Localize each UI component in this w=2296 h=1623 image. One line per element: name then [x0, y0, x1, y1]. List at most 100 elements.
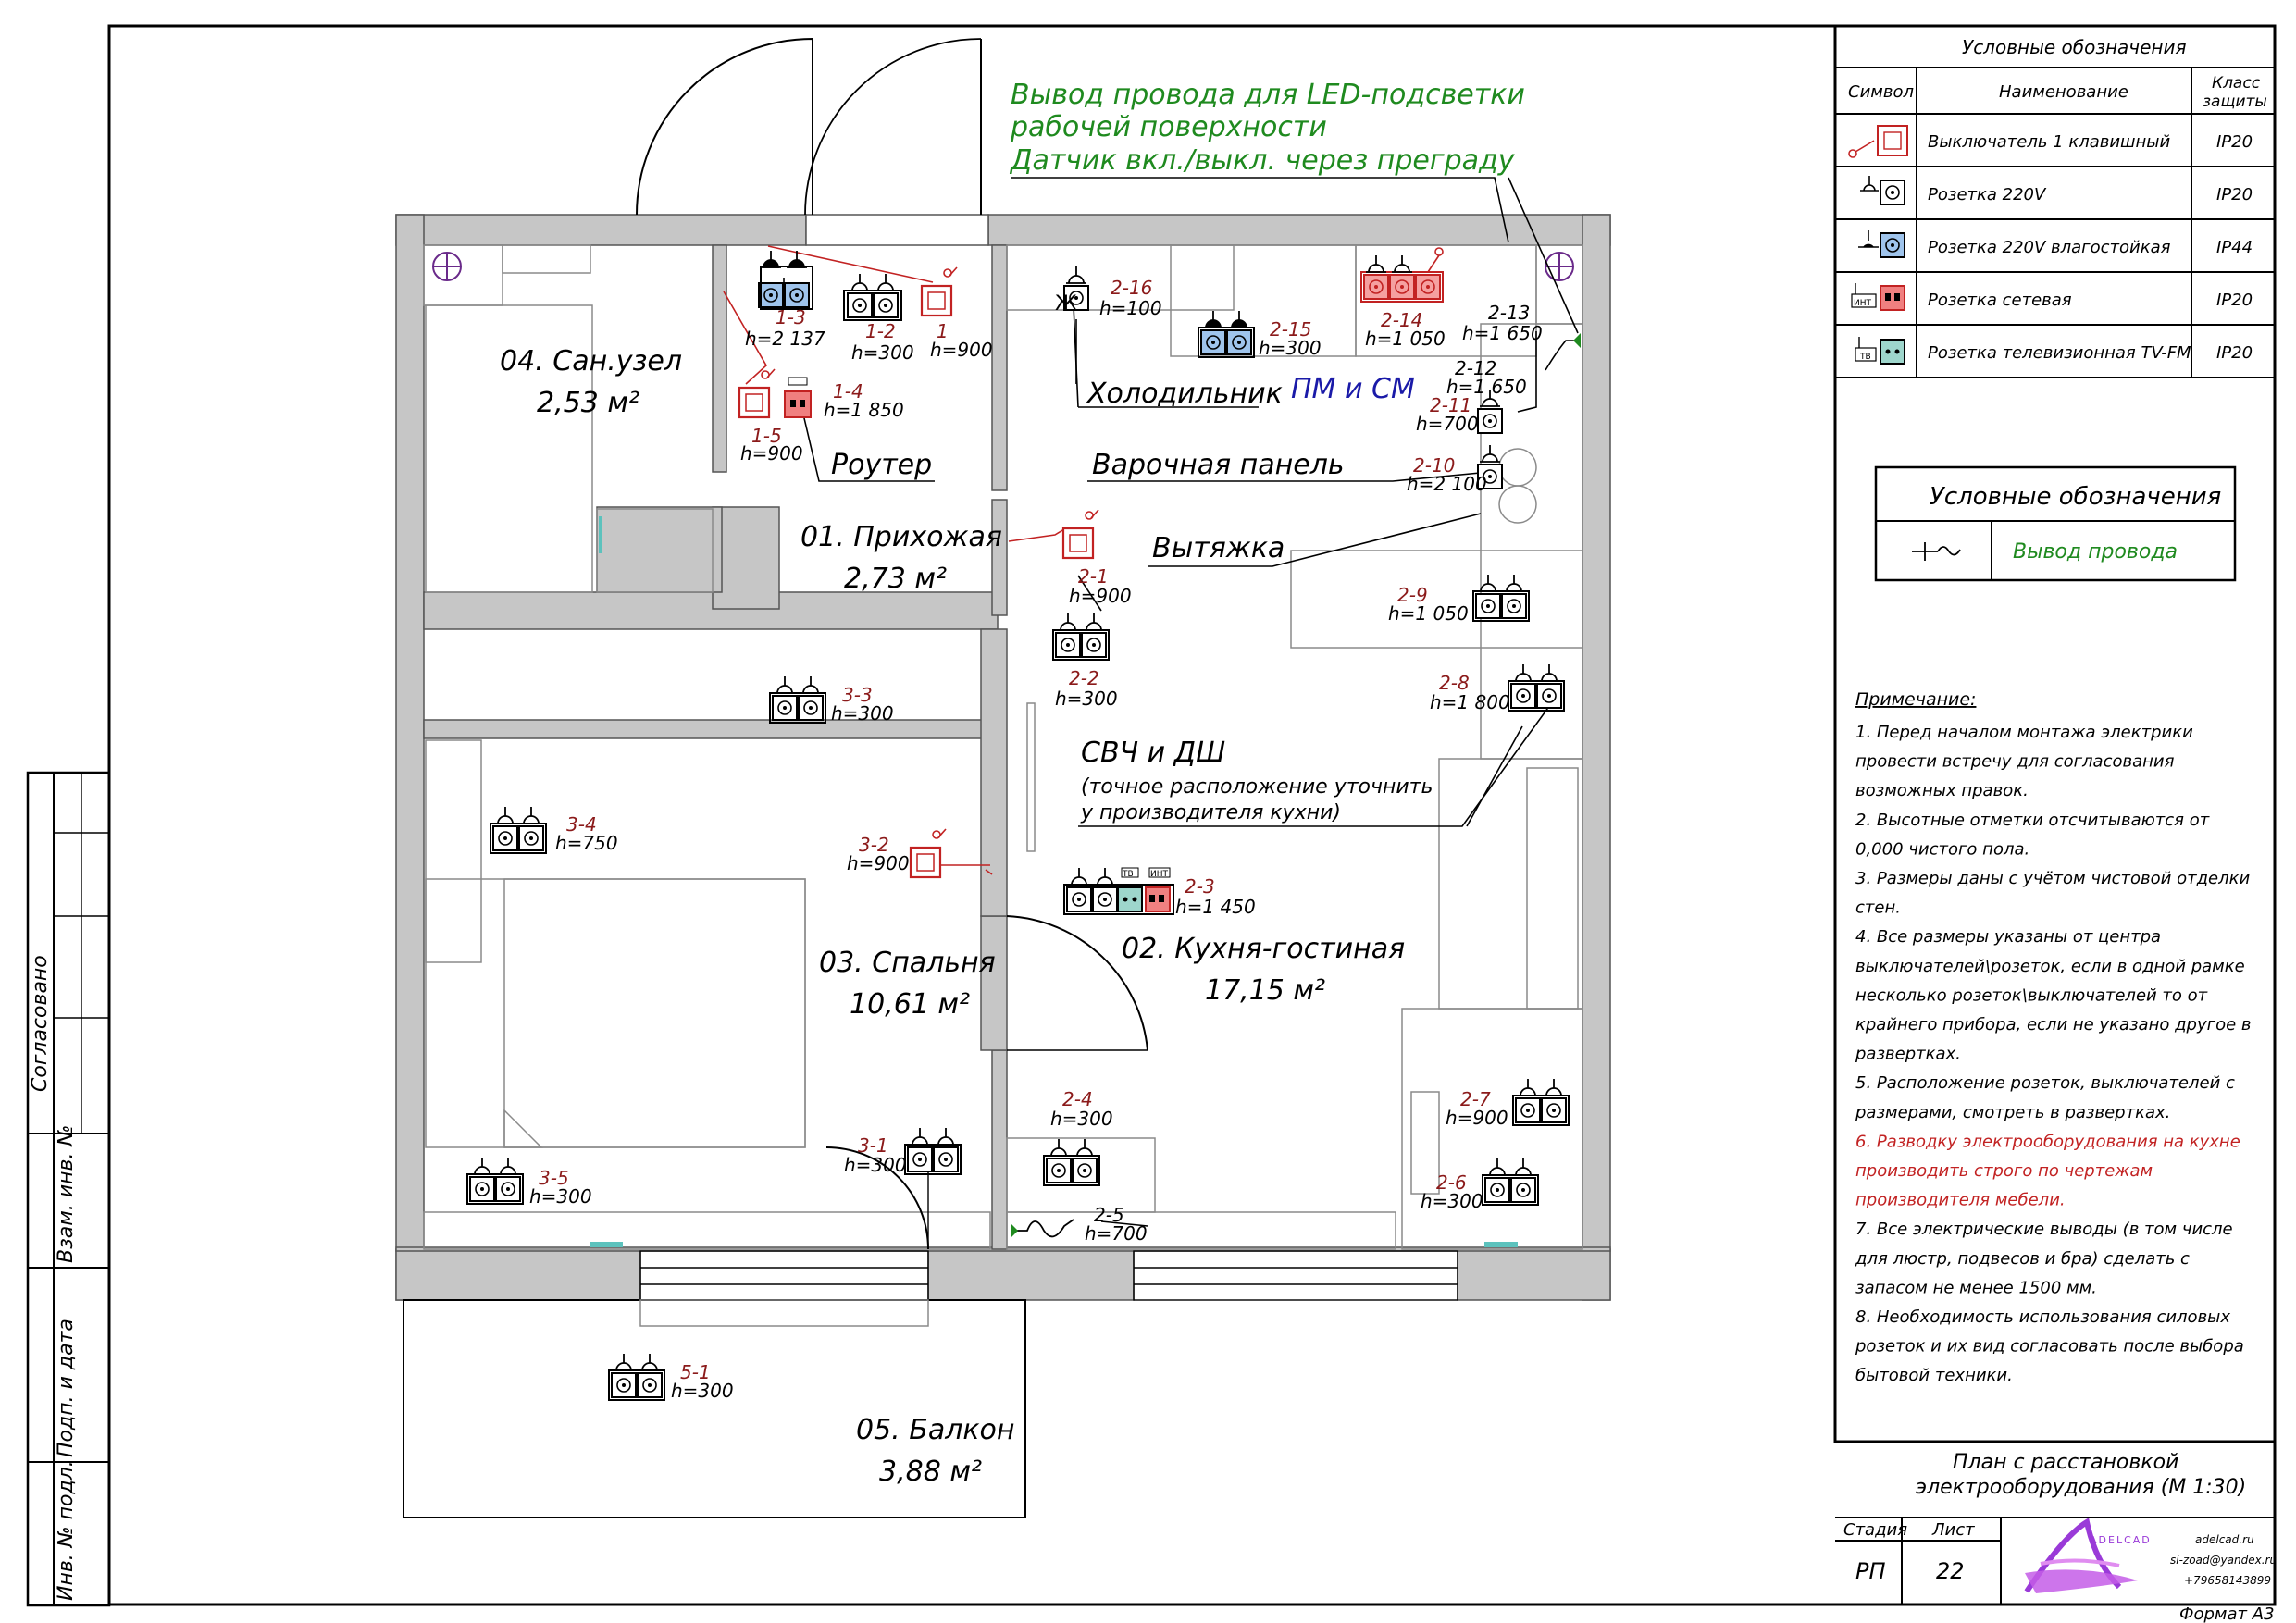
callout-mw-note-1: (точное расположение уточнить: [1081, 775, 1433, 799]
note-line: для люстр, подвесов и бра) сделать с: [1855, 1249, 2190, 1269]
note-line: бытовой техники.: [1855, 1366, 2013, 1385]
socket-waterproof-icon: [1858, 230, 1905, 258]
room-balcony-area: 3,88 м²: [879, 1456, 982, 1488]
label-id: 3-5: [539, 1167, 569, 1189]
note-line: 7. Все электрические выводы (в том числе: [1855, 1220, 2233, 1239]
callout-hob: Варочная панель: [1092, 449, 1345, 481]
label-id: 2-6: [1436, 1171, 1467, 1194]
note-line: стен.: [1855, 898, 1901, 918]
contact-email: si-zoad@yandex.ru: [2170, 1554, 2277, 1567]
tv-socket-icon: [1855, 337, 1905, 365]
label-height: h=2 100: [1407, 473, 1487, 495]
brand-name: ADELCAD: [2090, 1534, 2152, 1546]
note-line: 2. Высотные отметки отсчитываются от: [1855, 811, 2210, 830]
socket-icon: [1860, 176, 1905, 205]
label-id: 2-15: [1270, 318, 1311, 341]
svg-text:Ж: Ж: [1055, 292, 1077, 316]
stamp-sign-date: Подп. и дата: [55, 1319, 78, 1457]
stamp-inv-replacement: Взам. инв. №: [55, 1125, 78, 1263]
label-height: h=900: [1446, 1107, 1508, 1129]
stage-value: РП: [1855, 1558, 1886, 1584]
instruction-line-2: рабочей поверхности: [1010, 111, 1327, 143]
legend2-item: Вывод провода: [2013, 540, 2178, 564]
notes: Примечание: 1. Перед началом монтажа эле…: [1855, 689, 2251, 1385]
sheet-label: Лист: [1931, 1520, 1975, 1540]
label-height: h=100: [1099, 297, 1162, 319]
note-line: 3. Размеры даны с учётом чистовой отделк…: [1855, 869, 2250, 888]
label-id: 2-4: [1062, 1088, 1093, 1110]
note-line: розеток и их вид согласовать после выбор…: [1855, 1337, 2244, 1357]
legend-col-name: Наименование: [1999, 82, 2128, 102]
note-line: размерами, смотреть в развертках.: [1855, 1103, 2170, 1122]
sheet-format: Формат А3: [2179, 1604, 2275, 1623]
label-height: h=900: [847, 852, 910, 874]
callout-router: Роутер: [831, 449, 932, 481]
floor-plan: [395, 37, 1611, 1518]
label-id: 1-5: [751, 425, 782, 447]
label-height: h=300: [1050, 1108, 1113, 1130]
note-line: 8. Необходимость использования силовых: [1855, 1307, 2230, 1327]
legend-col-symbol: Символ: [1848, 82, 1914, 102]
label-id: 1-4: [833, 380, 863, 403]
callout-pm-sm: ПМ и СМ: [1291, 373, 1415, 405]
stamp-agreed: Согласовано: [29, 955, 52, 1092]
adelcad-logo-icon: [2024, 1518, 2138, 1593]
legend-row-name: Выключатель 1 клавишный: [1928, 132, 2170, 152]
label-id: 3-2: [859, 834, 889, 856]
device-labels: 1-3 h=2 137 1-2 h=300 1 h=900 1-4 h=1 85…: [529, 277, 1543, 1402]
label-id: 2-10: [1413, 454, 1455, 477]
label-id: 2-1: [1078, 565, 1109, 588]
note-line: крайнего прибора, если не указано другое…: [1855, 1015, 2251, 1035]
title-block: План с расстановкой электрооборудования …: [1835, 1441, 2277, 1623]
note-line: провести встречу для согласования: [1855, 752, 2175, 772]
legend-wire-outlet: Условные обозначения Вывод провода: [1874, 465, 2237, 582]
label-id: 2-8: [1439, 672, 1470, 694]
wire-outlet-icon: [1912, 542, 1961, 561]
note-line: 5. Расположение розеток, выключателей с: [1855, 1073, 2235, 1093]
callout-mw-note-2: у производителя кухни): [1080, 801, 1341, 824]
label-id: 2-3: [1185, 875, 1215, 898]
label-id: 2-7: [1460, 1088, 1491, 1110]
callout-hood: Вытяжка: [1152, 532, 1285, 564]
side-stamp: Согласовано Взам. инв. № Подп. и дата Ин…: [26, 771, 111, 1607]
label-height: h=900: [740, 442, 803, 465]
label-id: 2-11: [1430, 394, 1471, 416]
led-instruction: Вывод провода для LED-подсветки рабочей …: [1009, 79, 1579, 334]
tv-icon-text: ТВ: [1122, 870, 1134, 879]
instruction-line-1: Вывод провода для LED-подсветки: [1011, 79, 1525, 111]
label-height: h=300: [1259, 337, 1322, 359]
room-bathroom-name: 04. Сан.узел: [500, 345, 682, 378]
contact-site: adelcad.ru: [2195, 1533, 2254, 1546]
label-height: h=300: [1421, 1190, 1483, 1212]
instruction-line-3: Датчик вкл./выкл. через преграду: [1009, 144, 1516, 177]
label-height: h=300: [831, 702, 894, 725]
legend2-title: Условные обозначения: [1930, 483, 2221, 511]
sheet-value: 22: [1936, 1558, 1965, 1584]
legend-row-ip: IP20: [2216, 343, 2253, 363]
label-height: h=300: [1055, 688, 1118, 710]
label-id: 2-14: [1381, 309, 1422, 331]
callout-mw-dw: СВЧ и ДШ: [1081, 737, 1225, 769]
label-height: h=2 137: [745, 328, 825, 350]
label-height: h=300: [851, 341, 914, 364]
note-line: 6. Разводку электрооборудования на кухне: [1855, 1132, 2240, 1151]
switch-wiring: [723, 245, 1065, 875]
label-id: 3-1: [858, 1134, 888, 1157]
title-line-1: План с расстановкой: [1953, 1451, 2178, 1474]
room-kitchen-name: 02. Кухня-гостиная: [1122, 933, 1405, 965]
stage-label: Стадия: [1843, 1520, 1907, 1540]
label-height: h=1 050: [1365, 328, 1446, 350]
note-line: 0,000 чистого пола.: [1855, 839, 2029, 859]
callouts: Холодильник ПМ и СМ Роутер Варочная пане…: [800, 304, 1556, 827]
note-line: развертках.: [1855, 1045, 1961, 1064]
legend-tv-text: ТВ: [1859, 353, 1871, 362]
label-id: 2-13: [1488, 302, 1530, 324]
label-height: h=1 800: [1430, 691, 1510, 713]
note-line: выключателей\розеток, если в одной рамке: [1855, 957, 2245, 976]
room-bedroom-area: 10,61 м²: [850, 988, 970, 1021]
inet-icon-text: ИНТ: [1150, 870, 1169, 879]
callout-fridge: Холодильник: [1086, 378, 1283, 410]
label-height: h=300: [844, 1154, 907, 1176]
legend-row-ip: IP20: [2216, 291, 2253, 310]
legend-row-name: Розетка телевизионная TV-FM: [1928, 343, 2191, 363]
